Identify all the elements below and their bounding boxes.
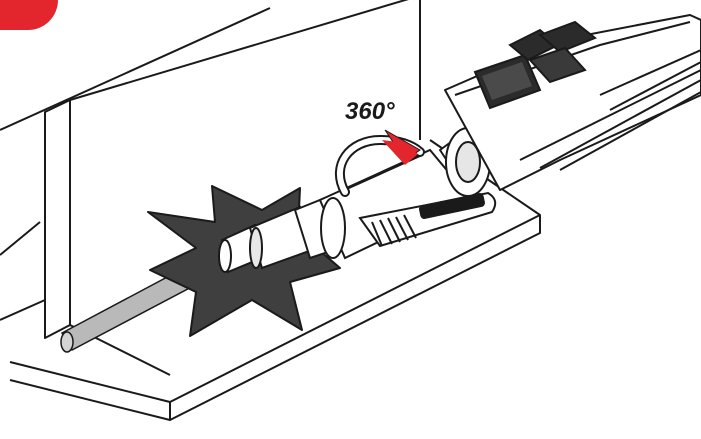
torch-control-buttons — [508, 20, 597, 84]
step-number: 18 — [0, 0, 14, 3]
nozzle-tip — [218, 194, 348, 274]
grip-sleeve: NEXTMIG — [358, 191, 497, 248]
rotation-arrow-icon — [335, 129, 425, 197]
torch-display-panel — [473, 53, 542, 110]
rotation-label: 360° — [345, 98, 395, 125]
